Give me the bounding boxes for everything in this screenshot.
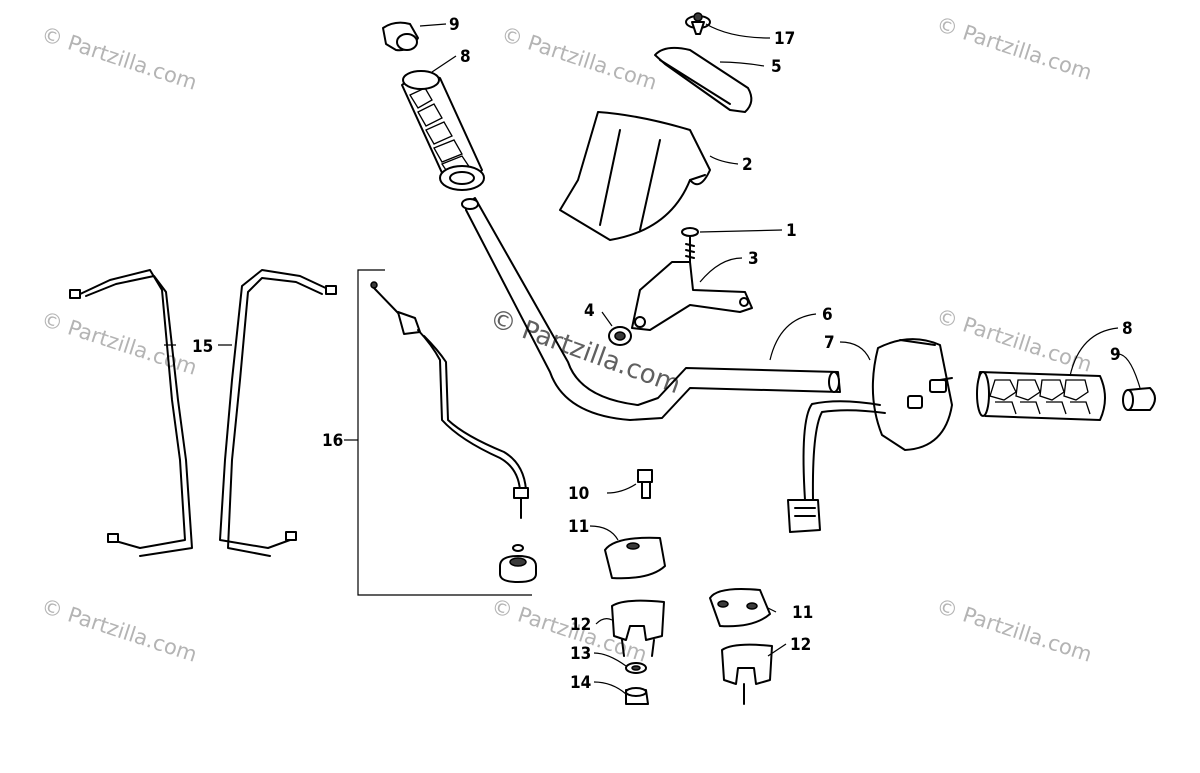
part-12-clamp-base-left	[611, 599, 665, 657]
callout-12: 12	[790, 635, 811, 655]
part-6-handlebar	[461, 197, 841, 421]
part-9-end-cap-left	[382, 21, 419, 52]
callout-17: 17	[774, 29, 795, 49]
part-3-bracket	[631, 261, 753, 331]
part-2-handlebar-cover	[559, 111, 711, 241]
part-11-clamp-cap-left	[604, 536, 666, 580]
callout-5: 5	[771, 57, 782, 77]
callout-8: 8	[1122, 319, 1133, 339]
callout-1: 1	[786, 221, 797, 241]
part-17-fastener	[685, 12, 711, 35]
callout-11: 11	[792, 603, 813, 623]
callout-8: 8	[460, 47, 471, 67]
callout-6: 6	[822, 305, 833, 325]
watermark: © Partzilla.com	[38, 307, 200, 380]
watermark: © Partzilla.com	[38, 594, 200, 667]
watermark: © Partzilla.com	[498, 22, 660, 95]
part-9-end-cap-right	[1122, 387, 1156, 411]
leader-lines	[164, 23, 1141, 695]
callout-7: 7	[824, 333, 835, 353]
callout-2: 2	[742, 155, 753, 175]
watermark: © Partzilla.com	[933, 12, 1095, 85]
callout-10: 10	[568, 484, 589, 504]
part-13-washer	[625, 662, 647, 674]
part-14-nut	[625, 687, 649, 705]
watermark: © Partzilla.com	[933, 594, 1095, 667]
callout-12: 12	[570, 615, 591, 635]
callout-16: 16	[322, 431, 343, 451]
callout-14: 14	[570, 673, 591, 693]
part-16-throttle-cable	[344, 269, 537, 596]
part-7-switch-housing	[787, 338, 953, 533]
part-11-clamp-cap-right	[709, 588, 771, 628]
callout-4: 4	[584, 301, 595, 321]
callout-9: 9	[1110, 345, 1121, 365]
callout-9: 9	[449, 15, 460, 35]
part-4-washer	[608, 326, 632, 346]
callout-3: 3	[748, 249, 759, 269]
part-5-pad	[654, 46, 753, 113]
watermark: © Partzilla.com	[38, 22, 200, 95]
callout-11: 11	[568, 517, 589, 537]
watermark: © Partzilla.com	[933, 304, 1095, 377]
part-8-grip-right	[976, 371, 1106, 421]
callout-13: 13	[570, 644, 591, 664]
part-10-bolt	[637, 469, 653, 499]
callouts: 9 8 17 5 2 1 3 4 6 7 8 9 15 16 10 11 12 …	[192, 15, 1133, 693]
callout-15: 15	[192, 337, 213, 357]
part-15-cables	[69, 269, 337, 557]
part-8-grip-left	[401, 70, 485, 191]
part-12-clamp-base-right	[721, 643, 773, 705]
